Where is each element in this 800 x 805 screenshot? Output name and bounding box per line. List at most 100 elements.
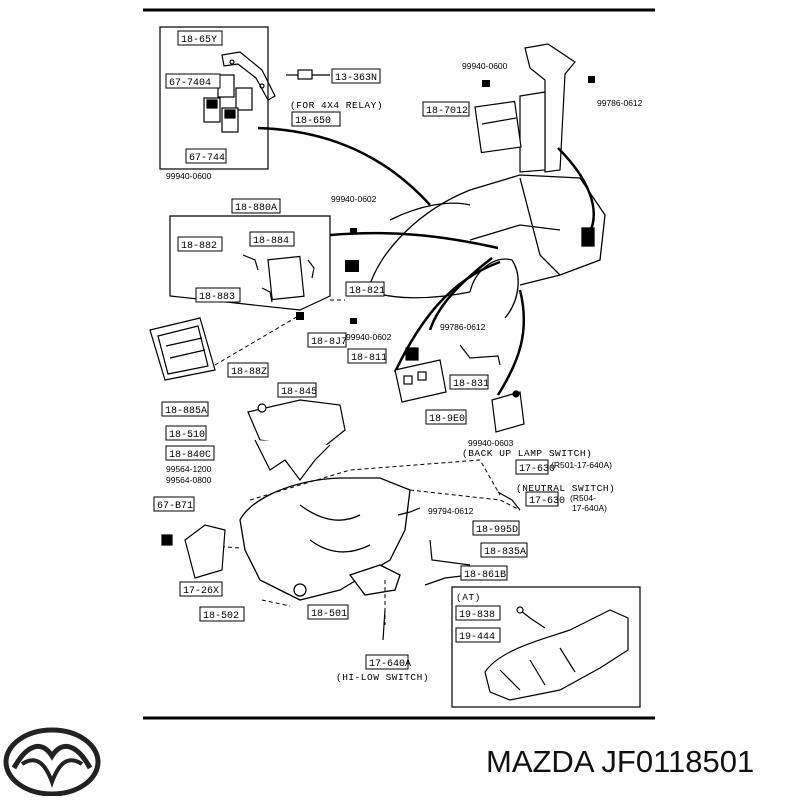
bolt-part-number-b5: 99940-0602 [346,332,392,342]
note-r504: (R504- [570,493,596,503]
part-number-text: 13-363N [335,73,377,84]
at-group-box [451,586,641,708]
relay-blocks [203,74,253,133]
part-label-18-995D: 18-995D [472,520,520,536]
ecu-panel [149,317,216,381]
engine-block [239,477,411,601]
part-number-text: 19-838 [459,610,495,621]
part-label-18-885A: 18-885A [161,401,209,417]
part-number-text: 18-840C [169,450,211,461]
part-number-text: 18-8J7 [311,337,347,348]
part-label-19-838: 19-838 [455,605,501,621]
part-number-text: 18-883 [199,292,235,303]
part-number-text: 18-831 [453,379,489,390]
car-body [367,174,606,319]
part-number-text: 67-7404 [169,78,211,89]
module-18-9E0 [491,390,525,433]
part-label-67-B71: 67-B71 [153,496,195,512]
part-number-text: 18-510 [169,430,205,441]
bolts-middle [296,228,359,324]
part-label-18-840C: 18-840C [165,445,215,461]
part-label-18-9E0: 18-9E0 [425,409,467,425]
note-r501: (R501-17-640A) [551,460,612,470]
bolt-part-number-b6: 99786-0612 [440,322,486,332]
part-number-text: 67-744 [189,153,225,164]
sensor-cables [382,491,521,641]
part-number-text: 17-630 [529,496,565,507]
part-labels: 18-65Y 67-7404 13-363N 18-650 67-744 18-7012 1… [153,30,565,670]
note-neutral-switch: (NEUTRAL SWITCH) [516,483,615,494]
bolt-part-number-b3: 99940-0600 [166,171,212,181]
part-number-text: 18-811 [351,353,387,364]
note-back-up-lamp-switch: (BACK UP LAMP SWITCH) [462,448,592,459]
bolt-part-number-b7: 99940-0603 [468,438,514,448]
part-number-text: 18-7012 [426,106,468,117]
part-label-67-7404: 67-7404 [165,73,221,89]
bolt-part-number-b10: 99794-0612 [428,506,474,516]
part-label-18-811: 18-811 [347,348,387,364]
intake-manifold [247,399,346,481]
part-label-18-883: 18-883 [195,287,241,303]
part-label-18-880A: 18-880A [231,198,281,214]
part-label-18-502: 18-502 [199,606,245,622]
bolt-part-number-b4: 99940-0602 [331,194,377,204]
part-label-19-444: 19-444 [455,627,501,643]
relay-box-18-811 [394,347,447,403]
part-number-text: 18-502 [203,611,239,622]
note-for-4x4-relay: (FOR 4X4 RELAY) [290,100,383,111]
part-number-text: 19-444 [459,632,495,643]
part-label-18-65Y: 18-65Y [177,30,223,46]
part-number-text: 17-630 [519,464,555,475]
part-number-text: 17-26X [183,586,219,597]
part-number-text: 18-882 [181,241,217,252]
part-number-text: 18-995D [476,525,518,536]
bolt-part-number-b9: 99564-0800 [166,475,212,485]
part-number-text: 18-885A [165,406,207,417]
part-label-18-650: 18-650 [291,111,341,127]
part-label-18-882: 18-882 [177,236,223,252]
bolts-top-right [482,76,595,87]
part-label-18-510: 18-510 [165,425,207,441]
part-number-text: 18-821 [349,286,385,297]
note-r504b: 17-640A) [572,503,607,513]
part-number-text: 18-9E0 [429,414,465,425]
part-number-text: 67-B71 [157,501,193,512]
part-label-18-845: 18-845 [277,382,317,398]
bolt-part-number-b1: 99940-0600 [462,61,508,71]
ecu-module [242,254,315,303]
part-label-18-835A: 18-835A [480,542,528,558]
part-label-18-831: 18-831 [449,374,489,390]
part-number-text: 18-650 [295,116,331,127]
brand-part-number: MAZDA JF0118501 [486,744,755,779]
part-label-18-821: 18-821 [345,281,385,297]
note-at: (AT) [456,592,481,603]
sensor-13-363N [286,69,330,80]
part-label-17-26X: 17-26X [179,581,223,597]
part-number-text: 18-880A [235,203,277,214]
at-transmission [484,606,629,701]
dashed-leaders [199,299,521,625]
part-label-17-630b: 17-630 [525,491,565,507]
bolt-labels: 99940-0600 99786-0612 99940-0600 99940-0602… [166,61,643,516]
part-number-text: 18-861B [464,570,506,581]
part-label-18-884: 18-884 [249,231,295,247]
relay-bracket [221,51,276,101]
part-number-text: 18-501 [311,609,347,620]
part-number-text: 18-845 [281,387,317,398]
part-label-17-630a: 17-630 [515,459,555,475]
part-label-67-744: 67-744 [185,148,227,164]
mazda-logo [3,727,101,796]
part-number-text: 18-65Y [181,35,217,46]
part-number-text: 18-88Z [231,367,267,378]
sensor-18-831 [459,344,501,366]
part-label-18-7012: 18-7012 [422,101,470,117]
part-number-text: 17-640A [369,659,411,670]
relay-group-box [159,26,269,170]
note-hi-low-switch: (HI-LOW SWITCH) [336,672,429,683]
bracket-17-26X [161,524,226,579]
part-label-13-363N: 13-363N [331,68,381,84]
part-label-18-88Z: 18-88Z [227,362,269,378]
bolt-part-number-b2: 99786-0612 [597,98,643,108]
